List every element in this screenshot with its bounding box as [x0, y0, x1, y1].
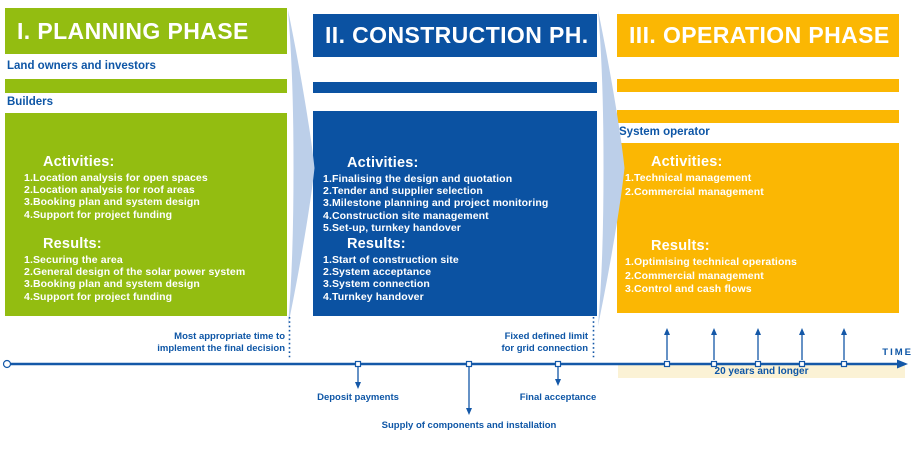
list-item: 4.Support for project funding	[24, 208, 173, 221]
recurring-payment-up-arrows	[663, 328, 848, 368]
list-item: 2.System acceptance	[323, 266, 432, 279]
decision-time-note: Most appropriate time to implement the f…	[157, 331, 285, 354]
construction-phase-header: II. CONSTRUCTION PH.	[313, 14, 597, 57]
list-item: 4.Turnkey handover	[323, 290, 424, 303]
deposit-payments-arrow	[354, 360, 362, 389]
results-heading: Results:	[347, 236, 406, 252]
list-item: 1.Securing the area	[24, 254, 123, 266]
final-acceptance-label: Final acceptance	[519, 392, 597, 403]
decision-note-line1: Most appropriate time to	[174, 331, 285, 342]
supply-installation-label: Supply of components and installation	[381, 420, 557, 431]
list-item: 3.Control and cash flows	[625, 283, 752, 296]
planning-main-box: Activities: 1.Location analysis for open…	[5, 113, 287, 316]
operation-phase-header: III. OPERATION PHASE	[617, 14, 899, 57]
supply-installation-arrow	[465, 360, 473, 415]
list-item: 2.General design of the solar power syst…	[24, 266, 246, 279]
operation-phase-title: III. OPERATION PHASE	[629, 22, 890, 48]
activities-heading: Activities:	[651, 154, 723, 170]
list-item: 1.Optimising technical operations	[625, 256, 797, 268]
construction-activities-block: Activities: 1.Finalising the design and …	[313, 155, 593, 234]
list-item: 4.Support for project funding	[24, 290, 173, 303]
operation-divider-bar	[617, 79, 899, 92]
duration-bar: 20 years and longer	[618, 365, 905, 378]
list-item: 2.Commercial management	[625, 185, 764, 198]
grid-note-line2: for grid connection	[501, 342, 588, 354]
deposit-payments-label: Deposit payments	[317, 392, 399, 403]
activities-heading: Activities:	[43, 154, 115, 170]
list-item: 3.Milestone planning and project monitor…	[323, 197, 549, 210]
phase-transition-swoosh	[288, 10, 315, 326]
list-item: 4.Construction site management	[323, 209, 489, 222]
construction-results-block: Results: 1.Start of construction site 2.…	[313, 236, 593, 303]
planning-divider-bar	[5, 79, 287, 93]
activities-heading: Activities:	[347, 155, 419, 171]
up-arrow	[840, 328, 848, 368]
operation-divider-bar	[617, 110, 899, 123]
list-item: 1.Technical management	[625, 172, 752, 184]
time-axis-label: TIME	[882, 347, 913, 358]
up-arrow	[798, 328, 806, 368]
list-item: 2.Tender and supplier selection	[323, 185, 483, 198]
construction-main-box: Activities: 1.Finalising the design and …	[313, 111, 597, 316]
planning-activities-block: Activities: 1.Location analysis for open…	[5, 154, 283, 221]
duration-label: 20 years and longer	[714, 366, 809, 377]
landowners-label: Land owners and investors	[7, 60, 156, 72]
construction-phase-title: II. CONSTRUCTION PH.	[325, 22, 589, 48]
list-item: 3.System connection	[323, 278, 430, 291]
list-item: 2.Commercial management	[625, 269, 764, 282]
planning-results-block: Results: 1.Securing the area 2.General d…	[5, 236, 283, 303]
decision-note-line2: implement the final decision	[157, 342, 285, 354]
list-item: 1.Start of construction site	[323, 254, 459, 266]
operation-activities-block: Activities: 1.Technical management 2.Com…	[617, 154, 895, 199]
list-item: 1.Location analysis for open spaces	[24, 172, 208, 184]
builders-label: Builders	[7, 96, 54, 108]
list-item: 1.Finalising the design and quotation	[323, 173, 513, 185]
up-arrow	[663, 328, 671, 368]
up-arrow	[754, 328, 762, 368]
up-arrow	[710, 328, 718, 368]
grid-limit-note: Fixed defined limit for grid connection	[501, 331, 588, 354]
construction-divider-bar	[313, 82, 597, 93]
results-heading: Results:	[43, 236, 102, 252]
operation-main-box: Activities: 1.Technical management 2.Com…	[617, 143, 899, 313]
list-item: 5.Set-up, turnkey handover	[323, 221, 461, 234]
time-axis-origin-circle	[2, 359, 12, 369]
system-operator-label: System operator	[619, 126, 710, 138]
list-item: 2.Location analysis for roof areas	[24, 184, 195, 197]
planning-phase-title: I. PLANNING PHASE	[17, 17, 249, 44]
list-item: 3.Booking plan and system design	[24, 196, 200, 209]
operation-results-block: Results: 1.Optimising technical operatio…	[617, 238, 895, 297]
final-acceptance-arrow	[554, 360, 562, 386]
list-item: 3.Booking plan and system design	[24, 278, 200, 291]
grid-note-line1: Fixed defined limit	[504, 331, 588, 342]
planning-phase-header: I. PLANNING PHASE	[5, 8, 287, 54]
results-heading: Results:	[651, 238, 710, 254]
